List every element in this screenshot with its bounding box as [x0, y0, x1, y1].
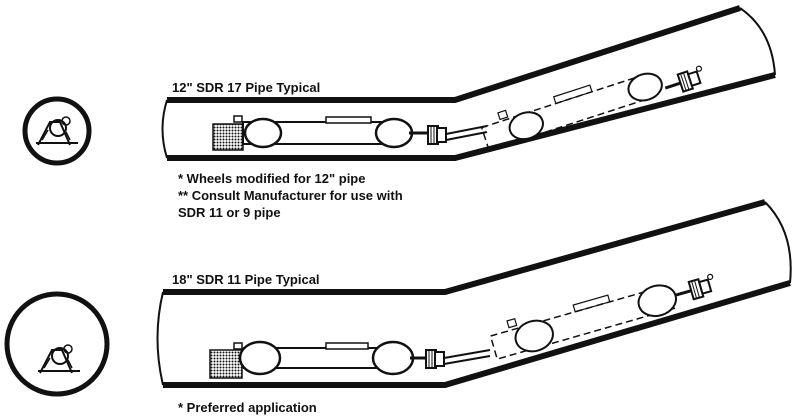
top-cross-section-unit	[36, 116, 78, 146]
top-cross-section	[22, 96, 92, 166]
top-note-2: ** Consult Manufacturer for use with	[178, 188, 403, 203]
bottom-pipe-title: 18" SDR 11 Pipe Typical	[172, 272, 320, 287]
bottom-note-1: * Preferred application	[178, 400, 317, 415]
top-pipe-title: 12" SDR 17 Pipe Typical	[172, 80, 320, 95]
bottom-pipe-unit-dashed	[489, 273, 714, 361]
top-pipe-unit	[212, 115, 488, 151]
top-pipe	[161, 5, 776, 161]
bottom-cross-section	[4, 291, 110, 397]
top-pipe-unit-dashed	[480, 65, 703, 152]
bottom-pipe	[156, 199, 792, 388]
top-note-1: * Wheels modified for 12" pipe	[178, 171, 365, 186]
top-note-3: SDR 11 or 9 pipe	[178, 205, 281, 220]
bottom-pipe-unit	[209, 340, 491, 379]
bottom-cross-section-unit	[38, 344, 80, 374]
bottom-end-valve	[675, 273, 714, 301]
top-end-valve	[664, 65, 703, 93]
